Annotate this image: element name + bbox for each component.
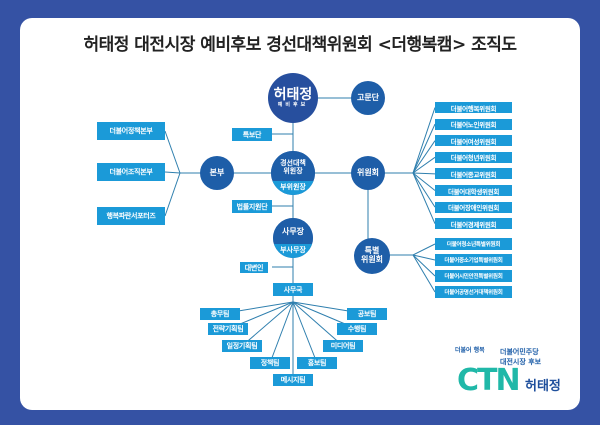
committees-node: 위원회 bbox=[351, 156, 385, 190]
connector-line bbox=[412, 172, 436, 224]
connector-line bbox=[412, 243, 436, 256]
committee-item: 더불어행복위원회 bbox=[435, 102, 512, 113]
campaign-logo: 더불어 행복 더불어민주당 대전시장 후보 CTN 허태정 bbox=[455, 345, 565, 400]
office-head-node: 사무장 부사무장 bbox=[273, 218, 313, 258]
committee-item: 더불어종교위원회 bbox=[435, 168, 512, 180]
vice-chair-label: 부위원장 bbox=[271, 181, 315, 195]
committee-item: 더불어대학생위원회 bbox=[435, 185, 512, 196]
candidate-name: 허태정 bbox=[273, 86, 313, 103]
team-box: 일정기획팀 bbox=[222, 340, 262, 352]
office-head-label: 사무장 bbox=[273, 218, 313, 244]
connector-line bbox=[412, 172, 436, 175]
special-aides-box: 특보단 bbox=[232, 128, 272, 141]
committee-item: 더불어여성위원회 bbox=[435, 135, 512, 147]
connector-line bbox=[412, 254, 436, 277]
connector-line bbox=[412, 123, 436, 174]
hq-item: 행복파란서포터즈 bbox=[97, 207, 165, 225]
chair-node: 경선대책 위원장 부위원장 bbox=[271, 151, 315, 195]
connector-line bbox=[412, 156, 436, 174]
deputy-office-head-label: 부사무장 bbox=[273, 244, 313, 258]
special-committee-item: 더불어시민안전특별위원회 bbox=[435, 270, 512, 282]
logo-brand: CTN bbox=[457, 363, 521, 398]
logo-name: 허태정 bbox=[525, 379, 561, 394]
team-box: 수행팀 bbox=[337, 323, 377, 335]
special-committee-item: 더불어중소기업특별위원회 bbox=[435, 254, 512, 266]
team-box: 정책팀 bbox=[250, 357, 290, 369]
connector-line bbox=[292, 301, 344, 347]
special-committee-item: 더불어공명선거대책위원회 bbox=[435, 286, 512, 298]
advisors-node: 고문단 bbox=[351, 81, 385, 115]
connector-line bbox=[241, 301, 294, 347]
team-box: 총무팀 bbox=[200, 308, 240, 320]
connector-line bbox=[292, 301, 318, 364]
secretariat-box: 사무국 bbox=[273, 283, 313, 296]
committee-item: 더불어청년위원회 bbox=[435, 151, 512, 163]
connector-line bbox=[412, 172, 436, 191]
candidate-role: 예비후보 bbox=[277, 101, 309, 108]
team-box: 공보팀 bbox=[347, 308, 387, 320]
connector-line bbox=[269, 301, 294, 364]
logo-slogan: 더불어 행복 bbox=[455, 347, 485, 354]
team-box: 미디어팀 bbox=[323, 340, 363, 352]
connector-line bbox=[412, 107, 436, 174]
team-box: 전략기획팀 bbox=[208, 323, 248, 335]
spokesperson-box: 대변인 bbox=[240, 262, 268, 273]
connector-line bbox=[412, 140, 436, 174]
hq-node: 본부 bbox=[200, 156, 234, 190]
committee-item: 더불어장애인위원회 bbox=[435, 201, 512, 213]
special-committee-item: 더불어청소년특별위원회 bbox=[435, 238, 512, 250]
special-committees-node: 특별 위원회 bbox=[354, 238, 390, 274]
hq-item: 더불어정책본부 bbox=[97, 122, 165, 140]
page-title: 허태정 대전시장 예비후보 경선대책위원회 <더행복캠> 조직도 bbox=[83, 35, 517, 55]
connector-line bbox=[412, 254, 436, 261]
committee-item: 더불어경제위원회 bbox=[435, 218, 512, 230]
candidate-node: 허태정 예비후보 bbox=[268, 73, 318, 123]
committee-item: 더불어노인위원회 bbox=[435, 118, 512, 130]
team-box: 메시지팀 bbox=[273, 374, 313, 386]
logo-party: 더불어민주당 bbox=[500, 348, 539, 356]
connector-line bbox=[412, 254, 436, 293]
hq-item: 더불어조직본부 bbox=[97, 163, 165, 181]
connector-line bbox=[412, 172, 436, 208]
team-box: 홍보팀 bbox=[297, 357, 337, 369]
logo-subtitle: 대전시장 후보 bbox=[500, 358, 542, 366]
chair-label: 경선대책 위원장 bbox=[271, 151, 315, 181]
legal-support-box: 법률지원단 bbox=[232, 200, 272, 213]
